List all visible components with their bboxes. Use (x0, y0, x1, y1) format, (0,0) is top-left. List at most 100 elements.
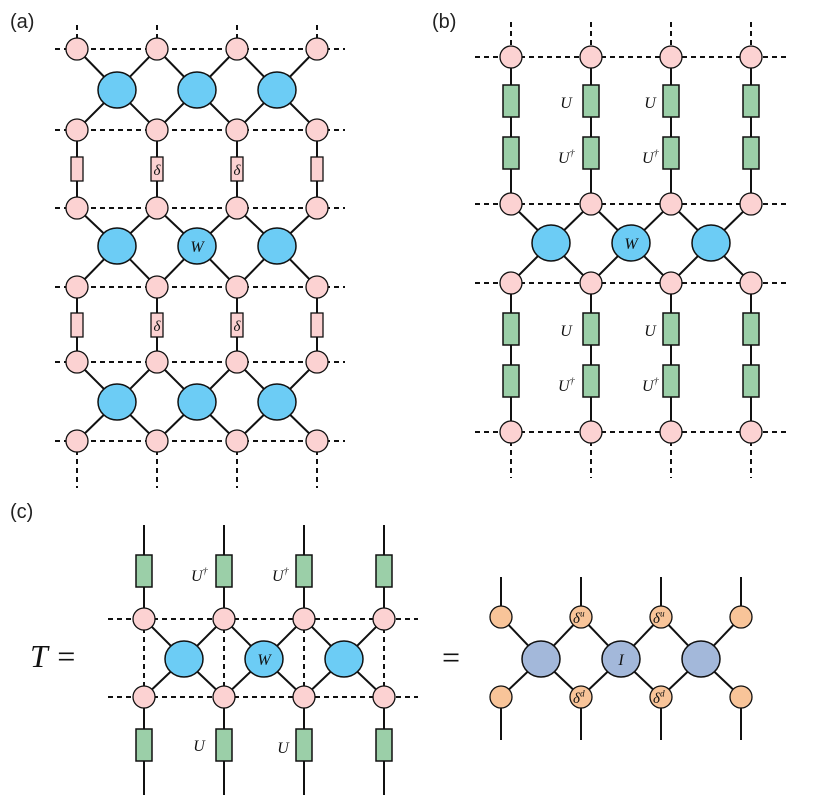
pink-node (292, 685, 316, 709)
blue-tensor (257, 383, 297, 421)
delta-up-node (649, 605, 673, 629)
blue-tensor (531, 224, 571, 262)
blue-tensor (177, 383, 217, 421)
pink-node (65, 275, 89, 299)
unitary-dagger-label: U† (558, 376, 576, 395)
unitary-box (582, 364, 600, 398)
pink-node (659, 45, 683, 69)
identity-tensor-I (601, 640, 641, 678)
pink-node (145, 275, 169, 299)
blue-tensor (164, 640, 204, 678)
blue-tensor (257, 71, 297, 109)
pink-node (499, 420, 523, 444)
pink-node (305, 37, 329, 61)
delta-label: δ (154, 319, 162, 335)
pink-node (292, 607, 316, 631)
pink-node (579, 192, 603, 216)
unitary-label: U (193, 738, 206, 755)
unitary-dagger-box (135, 554, 153, 588)
pink-node (145, 350, 169, 374)
panel-label-a: (a) (10, 11, 34, 33)
unitary-box (582, 312, 600, 346)
unitary-label: U (644, 323, 657, 340)
unitary-dagger-box (375, 554, 393, 588)
slate-tensor (681, 640, 721, 678)
unitary-dagger-box (215, 554, 233, 588)
orange-node (489, 685, 513, 709)
pink-node (579, 420, 603, 444)
unitary-label: U (644, 95, 657, 112)
delta-down-label: δd (653, 689, 665, 707)
pink-node (65, 118, 89, 142)
unitary-box (135, 728, 153, 762)
delta-box (150, 156, 164, 182)
central-tensor-W (611, 224, 651, 262)
pink-node (225, 350, 249, 374)
delta-box (230, 156, 244, 182)
panel-label-b: (b) (432, 11, 456, 33)
unitary-box (582, 84, 600, 118)
pink-node (225, 429, 249, 453)
unitary-label: U (560, 323, 573, 340)
pink-node (145, 196, 169, 220)
pink-node (132, 685, 156, 709)
blue-tensor (97, 227, 137, 265)
orange-node (729, 605, 753, 629)
delta-down-node (649, 685, 673, 709)
pink-node (145, 37, 169, 61)
pink-box (310, 312, 324, 338)
unitary-label: U (560, 95, 573, 112)
pink-node (305, 196, 329, 220)
pink-node (65, 37, 89, 61)
blue-tensor (257, 227, 297, 265)
delta-down-node (569, 685, 593, 709)
unitary-box (662, 84, 680, 118)
pink-node (65, 429, 89, 453)
pink-node (739, 420, 763, 444)
pink-node (212, 685, 236, 709)
unitary-box (742, 136, 760, 170)
delta-label: δ (234, 319, 242, 335)
pink-node (372, 685, 396, 709)
pink-node (499, 192, 523, 216)
unitary-box (502, 364, 520, 398)
unitary-box (215, 728, 233, 762)
unitary-box (502, 84, 520, 118)
pink-node (145, 429, 169, 453)
slate-tensor (521, 640, 561, 678)
unitary-dagger-box (295, 554, 313, 588)
equals-sign: = (442, 639, 460, 675)
unitary-box (662, 364, 680, 398)
blue-tensor (97, 71, 137, 109)
unitary-dagger-label: U† (272, 566, 290, 585)
pink-node (499, 45, 523, 69)
pink-node (659, 271, 683, 295)
pink-node (65, 350, 89, 374)
delta-up-label: δu (653, 609, 665, 627)
pink-node (739, 192, 763, 216)
pink-node (212, 607, 236, 631)
unitary-box (502, 136, 520, 170)
pink-node (65, 196, 89, 220)
pink-node (145, 118, 169, 142)
pink-node (659, 192, 683, 216)
central-W-label: W (257, 652, 272, 669)
orange-node (729, 685, 753, 709)
blue-tensor (691, 224, 731, 262)
pink-node (225, 275, 249, 299)
delta-up-node (569, 605, 593, 629)
pink-node (225, 196, 249, 220)
pink-node (739, 271, 763, 295)
pink-node (305, 429, 329, 453)
central-W-label: W (190, 239, 205, 256)
pink-node (579, 45, 603, 69)
identity-I-label: I (617, 652, 624, 669)
pink-box (70, 312, 84, 338)
pink-node (225, 37, 249, 61)
tensor-nodes (65, 37, 763, 762)
pink-node (372, 607, 396, 631)
blue-tensor (324, 640, 364, 678)
unitary-box (502, 312, 520, 346)
delta-label: δ (154, 163, 162, 179)
